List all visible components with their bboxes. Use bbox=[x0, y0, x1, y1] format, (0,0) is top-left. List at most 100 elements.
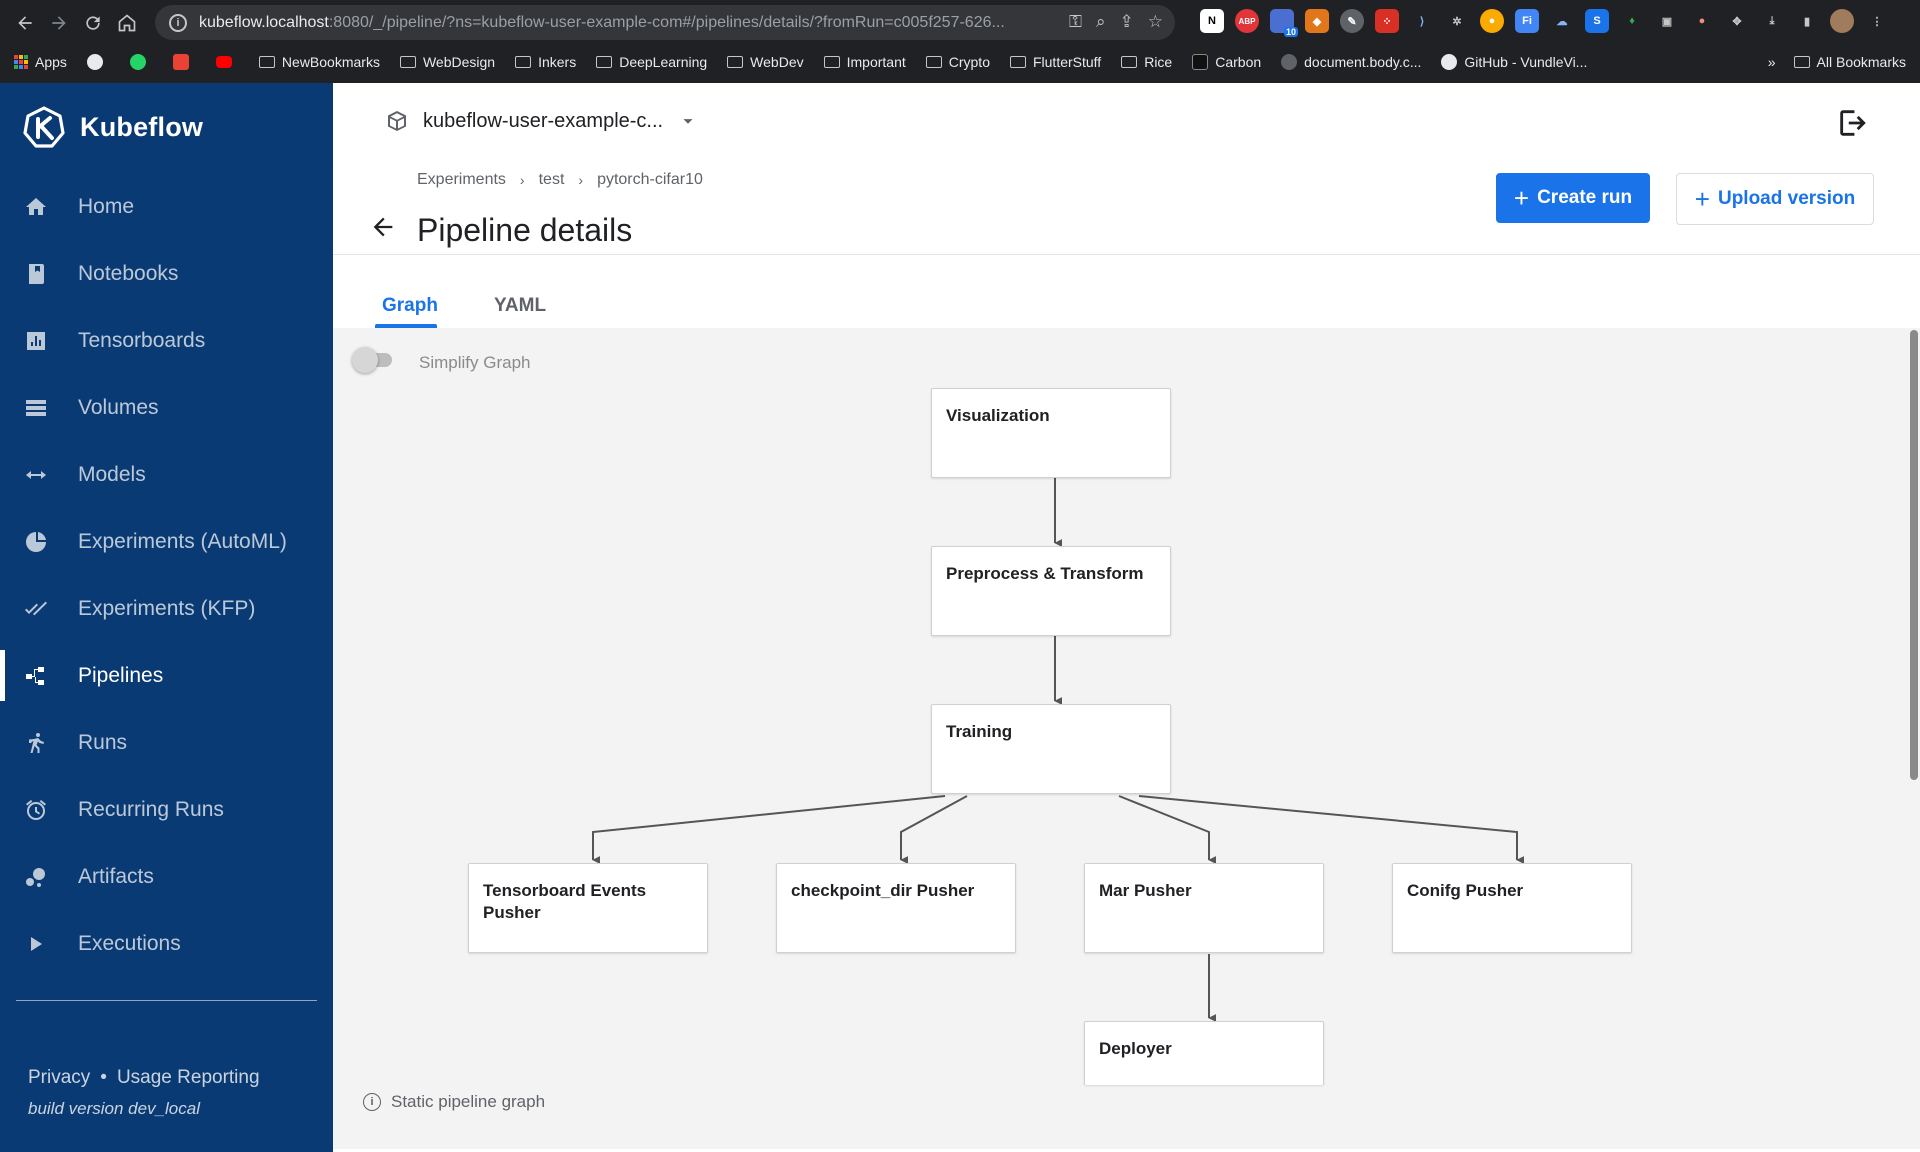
puzzle-icon[interactable]: ✥ bbox=[1732, 15, 1742, 28]
menu-kebab-icon[interactable]: ⋮ bbox=[1871, 15, 1883, 28]
sidebar-item-experiments-automl[interactable]: Experiments (AutoML) bbox=[0, 508, 333, 575]
simplify-graph-toggle[interactable] bbox=[352, 347, 396, 373]
gear-extension-icon[interactable]: ✲ bbox=[1452, 15, 1462, 28]
puzzle-badge-extension-icon[interactable]: 10 bbox=[1270, 9, 1298, 37]
profile-avatar-icon[interactable] bbox=[1830, 9, 1854, 33]
node-mar-pusher[interactable]: Mar Pusher bbox=[1084, 863, 1324, 953]
folder-icon bbox=[1009, 56, 1026, 68]
back-arrow-icon[interactable] bbox=[369, 213, 397, 241]
scrollbar-thumb[interactable] bbox=[1910, 330, 1918, 780]
simplify-graph-label: Simplify Graph bbox=[419, 353, 531, 372]
apps-grid-icon bbox=[14, 55, 28, 69]
sidepanel-icon[interactable]: ▮ bbox=[1803, 15, 1811, 28]
graph-scrollbar[interactable] bbox=[1908, 328, 1920, 1149]
folder-icon bbox=[515, 56, 532, 68]
bookmark-webdesign[interactable]: WebDesign bbox=[399, 54, 495, 70]
carbon-icon bbox=[1192, 54, 1209, 70]
bookmark-flutterstuff[interactable]: FlutterStuff bbox=[1009, 54, 1101, 70]
bookmark-inkers[interactable]: Inkers bbox=[515, 54, 576, 70]
sidebar-item-artifacts[interactable]: Artifacts bbox=[0, 843, 333, 910]
star-icon[interactable]: ☆ bbox=[1147, 12, 1163, 31]
fox-extension-icon[interactable]: ● bbox=[1698, 15, 1706, 27]
fi-extension-icon[interactable]: Fi bbox=[1515, 9, 1539, 33]
logout-icon[interactable] bbox=[1836, 106, 1870, 140]
download-icon[interactable]: ⤓ bbox=[1769, 14, 1775, 27]
node-training[interactable]: Training bbox=[931, 704, 1171, 794]
s-extension-icon[interactable]: S bbox=[1585, 9, 1609, 33]
sidebar-item-pipelines[interactable]: Pipelines bbox=[0, 642, 333, 709]
create-run-button[interactable]: + Create run bbox=[1496, 173, 1650, 223]
edge-training-tensorboard bbox=[592, 795, 946, 864]
breadcrumb-pipeline[interactable]: pytorch-cifar10 bbox=[597, 171, 703, 188]
reload-icon[interactable] bbox=[76, 6, 110, 40]
bookmark-important[interactable]: Important bbox=[823, 54, 906, 70]
bookmark-newbookmarks[interactable]: NewBookmarks bbox=[258, 54, 380, 70]
bookmark-document-body[interactable]: document.body.c... bbox=[1281, 54, 1421, 70]
brand[interactable]: Kubeflow bbox=[22, 105, 203, 149]
adblock-extension-icon[interactable]: ABP bbox=[1235, 9, 1259, 33]
tab-graph[interactable]: Graph bbox=[382, 295, 438, 316]
zoom-icon[interactable]: ⌕ bbox=[1095, 12, 1106, 31]
node-checkpoint-dir-pusher[interactable]: checkpoint_dir Pusher bbox=[776, 863, 1016, 953]
sidebar-item-runs[interactable]: Runs bbox=[0, 709, 333, 776]
home-browser-icon[interactable] bbox=[110, 6, 144, 40]
node-tensorboard-events-pusher[interactable]: Tensorboard Events Pusher bbox=[468, 863, 708, 953]
bookmark-whatsapp[interactable] bbox=[129, 54, 153, 70]
address-bar[interactable]: i kubeflow.localhost:8080/_/pipeline/?ns… bbox=[155, 5, 1175, 40]
tab-yaml[interactable]: YAML bbox=[494, 295, 547, 316]
forward-icon[interactable] bbox=[42, 6, 76, 40]
bookmark-gmail[interactable] bbox=[172, 54, 196, 70]
share-icon[interactable]: ⇪ bbox=[1119, 12, 1134, 31]
globe-icon bbox=[1281, 54, 1298, 70]
sidebar-item-executions[interactable]: Executions bbox=[0, 910, 333, 977]
tool-extension-icon[interactable]: ✎ bbox=[1340, 9, 1364, 33]
node-visualization[interactable]: Visualization bbox=[931, 388, 1171, 478]
breadcrumb-test[interactable]: test bbox=[538, 171, 565, 188]
cloud-extension-icon[interactable]: ☁ bbox=[1556, 15, 1568, 28]
privacy-link[interactable]: Privacy bbox=[28, 1067, 91, 1088]
namespace-selector[interactable]: kubeflow-user-example-c... bbox=[385, 109, 699, 133]
key-icon[interactable]: ⚿ bbox=[1069, 12, 1082, 31]
wave-extension-icon[interactable]: ⟩ bbox=[1419, 15, 1425, 28]
breadcrumb-experiments[interactable]: Experiments bbox=[417, 171, 506, 188]
bookmark-youtube[interactable] bbox=[215, 56, 239, 68]
sidebar-item-recurring-runs[interactable]: Recurring Runs bbox=[0, 776, 333, 843]
bookmark-github-vundle[interactable]: GitHub - VundleVi... bbox=[1441, 54, 1587, 70]
bookmarks-overflow-icon[interactable]: » bbox=[1767, 54, 1776, 70]
sidebar-item-models[interactable]: Models bbox=[0, 441, 333, 508]
edge-training-config bbox=[1138, 795, 1525, 864]
bookmark-deeplearning[interactable]: DeepLearning bbox=[596, 54, 707, 70]
upload-version-button[interactable]: + Upload version bbox=[1676, 173, 1874, 225]
pipeline-icon bbox=[24, 664, 48, 688]
metamask-extension-icon[interactable]: ◆ bbox=[1305, 9, 1329, 33]
eth-extension-icon[interactable]: ♦ bbox=[1629, 15, 1635, 27]
sidebar-item-experiments-kfp[interactable]: Experiments (KFP) bbox=[0, 575, 333, 642]
orange-extension-icon[interactable]: ● bbox=[1480, 9, 1504, 33]
bookmark-github[interactable] bbox=[86, 54, 110, 70]
notion-extension-icon[interactable]: N bbox=[1200, 9, 1224, 33]
back-icon[interactable] bbox=[8, 6, 42, 40]
bookmark-rice[interactable]: Rice bbox=[1121, 54, 1172, 70]
sidebar-item-volumes[interactable]: Volumes bbox=[0, 374, 333, 441]
sidebar-item-tensorboards[interactable]: Tensorboards bbox=[0, 307, 333, 374]
whatsapp-icon bbox=[129, 54, 146, 70]
bookmark-crypto[interactable]: Crypto bbox=[925, 54, 990, 70]
screen-extension-icon[interactable]: ▣ bbox=[1661, 15, 1673, 28]
sidebar-item-home[interactable]: Home bbox=[0, 173, 333, 240]
all-bookmarks[interactable]: All Bookmarks bbox=[1793, 54, 1906, 70]
bookmark-carbon[interactable]: Carbon bbox=[1192, 54, 1261, 70]
folder-icon bbox=[399, 56, 416, 68]
dots-extension-icon[interactable]: ⁘ bbox=[1375, 9, 1399, 33]
bookmark-apps[interactable]: Apps bbox=[14, 54, 67, 70]
node-preprocess-transform[interactable]: Preprocess & Transform bbox=[931, 546, 1171, 636]
top-bar: kubeflow-user-example-c... bbox=[333, 83, 1920, 167]
site-info-icon[interactable]: i bbox=[169, 13, 187, 32]
brand-name: Kubeflow bbox=[80, 111, 204, 142]
sidebar-item-notebooks[interactable]: Notebooks bbox=[0, 240, 333, 307]
usage-reporting-link[interactable]: Usage Reporting bbox=[116, 1067, 260, 1088]
folder-icon bbox=[1793, 56, 1810, 68]
chevron-down-icon bbox=[683, 119, 693, 124]
node-config-pusher[interactable]: Conifg Pusher bbox=[1392, 863, 1632, 953]
node-deployer[interactable]: Deployer bbox=[1084, 1021, 1324, 1085]
bookmark-webdev[interactable]: WebDev bbox=[727, 54, 804, 70]
